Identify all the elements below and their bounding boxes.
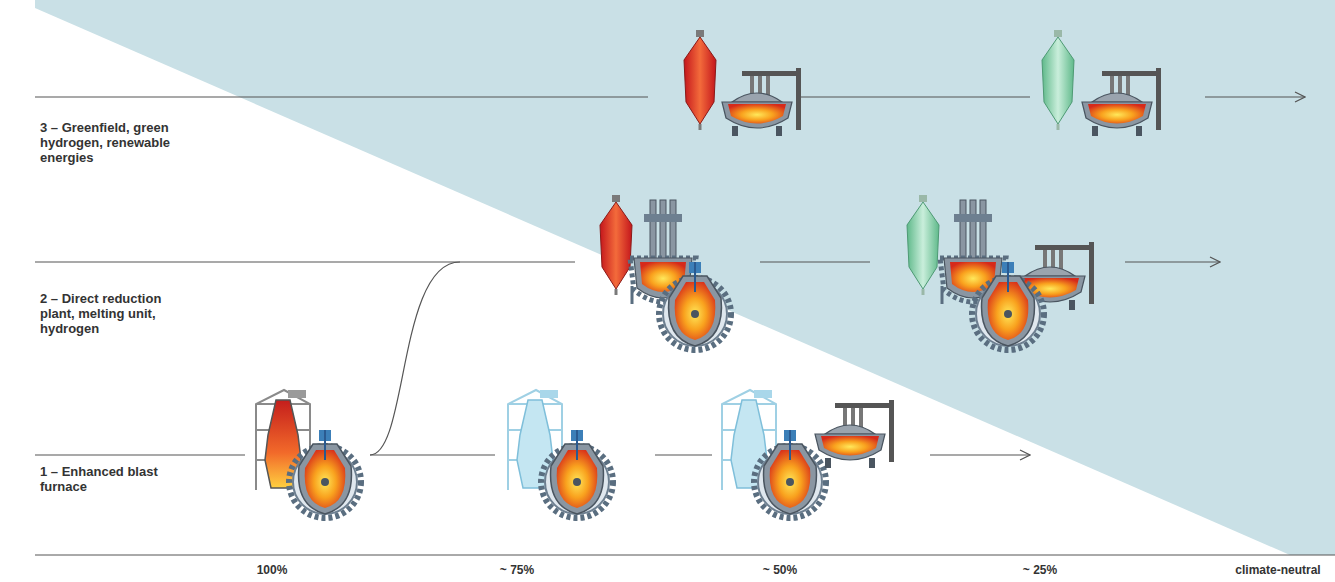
- converter: [659, 262, 731, 350]
- route-line: [760, 261, 870, 262]
- route-line: [800, 96, 1030, 97]
- axis-line: [35, 555, 1335, 556]
- converter: [289, 430, 361, 518]
- route-line: [35, 454, 245, 455]
- green-hydrogen-shaft: [907, 195, 939, 295]
- route-arrow: [1205, 96, 1305, 97]
- background-band: [35, 0, 1335, 555]
- route-line: [370, 454, 495, 455]
- pathway-label: 3 – Greenfield, green hydrogen, renewabl…: [40, 120, 178, 165]
- direct-reduction-shaft: [684, 30, 716, 130]
- route-arrow: [930, 454, 1030, 455]
- direct-reduction-shaft: [600, 195, 632, 295]
- route-line: [35, 261, 575, 262]
- axis-tick-label: ~ 50%: [763, 563, 797, 578]
- axis-tick-label: ~ 25%: [1023, 563, 1057, 578]
- branch-curve: [370, 262, 460, 455]
- converter: [972, 262, 1044, 350]
- axis-tick-label: climate-neutral: [1235, 563, 1320, 578]
- pathway-label: 1 – Enhanced blast furnace: [40, 464, 178, 494]
- electric-arc-furnace: [1082, 68, 1161, 136]
- electric-arc-furnace: [815, 400, 894, 468]
- route-line: [655, 454, 712, 455]
- emission-triangle: [35, 8, 1290, 555]
- electric-arc-furnace: [722, 68, 801, 136]
- route-arrow: [1125, 261, 1220, 262]
- route-line: [35, 96, 648, 97]
- converter: [754, 430, 826, 518]
- axis-tick-label: 100%: [257, 563, 288, 578]
- green-hydrogen-shaft: [1042, 30, 1074, 130]
- pathway-label: 2 – Direct reduction plant, melting unit…: [40, 291, 178, 336]
- route-lines: [35, 97, 1305, 455]
- converter: [541, 430, 613, 518]
- axis-tick-label: ~ 75%: [500, 563, 534, 578]
